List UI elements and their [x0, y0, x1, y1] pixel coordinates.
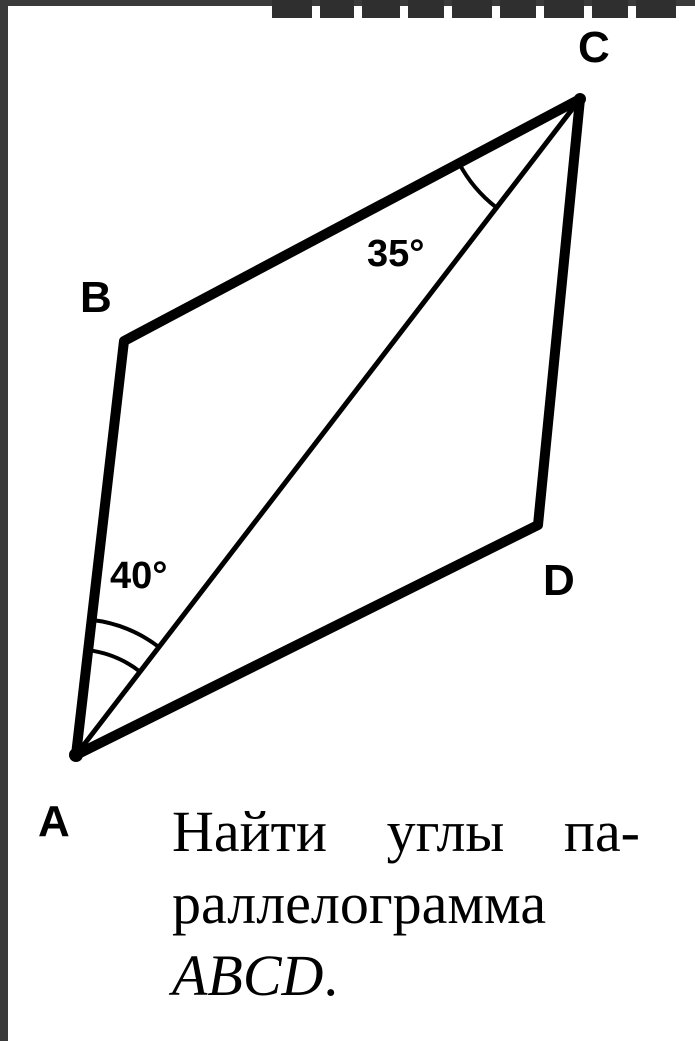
- vertex-label-b: B: [80, 273, 112, 322]
- task-period: .: [323, 943, 338, 1008]
- angle-label-c: 35°: [367, 233, 424, 275]
- angle-arc-a-inner: [87, 648, 142, 674]
- diagonal-ac: [74, 97, 582, 757]
- task-statement: Найти углы па- раллелограмма ABCD.: [172, 796, 672, 1012]
- cropped-title-remnant: [272, 0, 676, 18]
- task-line-2: раллелограмма: [172, 871, 547, 936]
- vertex-label-c: C: [578, 23, 610, 72]
- angle-arc-c: [457, 162, 498, 210]
- angle-label-a: 40°: [110, 555, 167, 597]
- task-line-3: ABCD.: [172, 940, 672, 1012]
- task-line-1: Найти углы па-: [172, 799, 640, 864]
- vertex-label-d: D: [543, 556, 575, 605]
- frame-left-border: [0, 0, 8, 1041]
- vertex-label-a: A: [38, 797, 70, 846]
- vertex-a-dot: [69, 748, 83, 762]
- angle-arc-a-outer: [91, 617, 161, 649]
- parallelogram-name: ABCD: [172, 943, 324, 1008]
- vertex-c-dot: [574, 93, 586, 105]
